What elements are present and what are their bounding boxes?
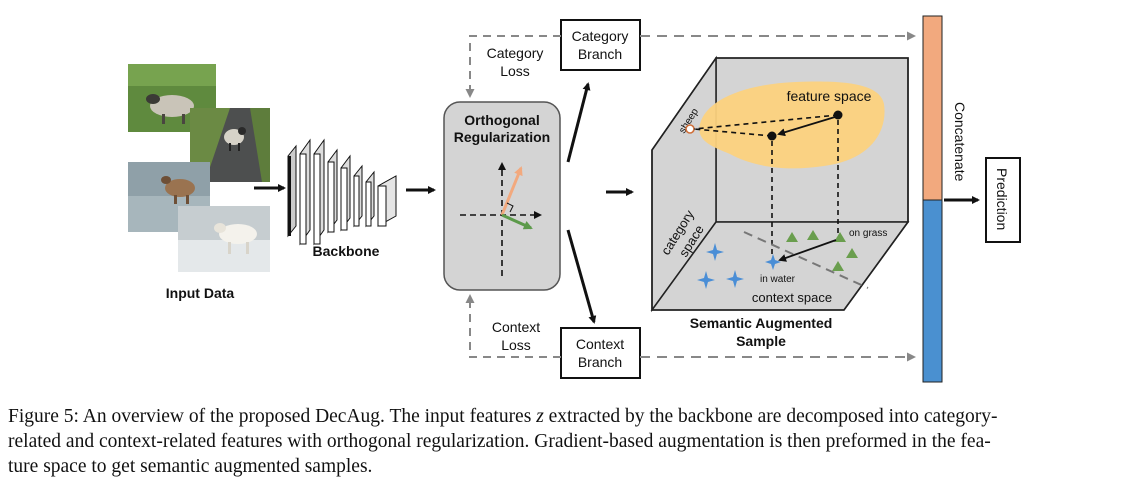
category-loss-line1: Category (487, 45, 544, 61)
image-goat-snow (178, 206, 270, 272)
semantic-augmented-cube: feature space sheep category space on gr… (650, 55, 910, 313)
concat-bar-context (922, 199, 943, 383)
arrow-to-context-branch (566, 229, 597, 324)
category-loss-line2: Loss (500, 63, 530, 79)
sheep-point (685, 124, 695, 134)
category-branch-line2: Branch (578, 46, 622, 62)
water-star-2 (697, 271, 715, 289)
gradient-arrow-feature (777, 116, 836, 137)
category-loss-dashed-path (465, 35, 561, 98)
input-images (128, 64, 270, 272)
context-vector-arrow (501, 213, 533, 230)
water-star-4 (765, 254, 781, 270)
orthogonal-title-line2: Regularization (454, 129, 550, 145)
feature-space-label: feature space (787, 88, 872, 104)
category-branch-line1: Category (572, 28, 629, 44)
context-space-label: context space (752, 290, 832, 305)
water-star-1 (706, 243, 724, 261)
water-star-3 (726, 270, 744, 288)
context-branch-box (560, 327, 641, 379)
context-branch-line1: Context (576, 336, 624, 352)
grass-triangle-5 (832, 261, 844, 271)
gradient-arrow-context (778, 239, 837, 262)
prediction-label: Prediction (994, 168, 1010, 230)
dashed-a-to-sheep (693, 114, 839, 130)
backbone-label: Backbone (313, 243, 380, 259)
feature-space-blob (699, 81, 885, 169)
orthogonal-title-line1: Orthogonal (464, 112, 539, 128)
caption-line-3: ture space to get semantic augmented sam… (8, 456, 373, 477)
dashed-b-to-sheep (693, 128, 773, 137)
figure-caption: Figure 5: An overview of the proposed De… (8, 404, 1138, 479)
semantic-title-line2: Sample (736, 333, 786, 349)
backbone-layers (287, 138, 397, 246)
prediction-box (985, 157, 1021, 243)
concatenate-label: Concatenate (952, 102, 968, 182)
grass-triangle-2 (807, 230, 819, 240)
on-grass-label: on grass (849, 228, 887, 239)
category-branch-box (560, 19, 641, 71)
category-vector-arrow (500, 166, 523, 216)
context-branch-line2: Branch (578, 354, 622, 370)
context-loss-line1: Context (492, 319, 540, 335)
decaug-overview-figure: Input Data (128, 15, 1021, 383)
orthogonal-regularization-box: Orthogonal Regularization (443, 101, 561, 291)
semantic-title-line1: Semantic Augmented (690, 315, 833, 331)
context-loss-dashed-path (465, 294, 561, 358)
context-loss-line2: Loss (501, 337, 531, 353)
grass-triangle-1 (786, 232, 798, 242)
in-water-label: in water (760, 274, 796, 285)
caption-variable-z: z (536, 406, 544, 427)
input-data-label: Input Data (166, 285, 235, 301)
grass-triangle-4 (846, 248, 858, 258)
caption-line-2: related and context-related features wit… (8, 431, 991, 452)
right-angle-mark (506, 202, 514, 213)
image-sheep-grass (128, 64, 216, 132)
caption-line-1: Figure 5: An overview of the proposed De… (8, 406, 998, 427)
concat-bar-category (922, 15, 943, 201)
arrow-to-category-branch (566, 82, 591, 163)
grass-triangle-3 (834, 232, 846, 242)
context-separator-dashed (743, 231, 869, 289)
